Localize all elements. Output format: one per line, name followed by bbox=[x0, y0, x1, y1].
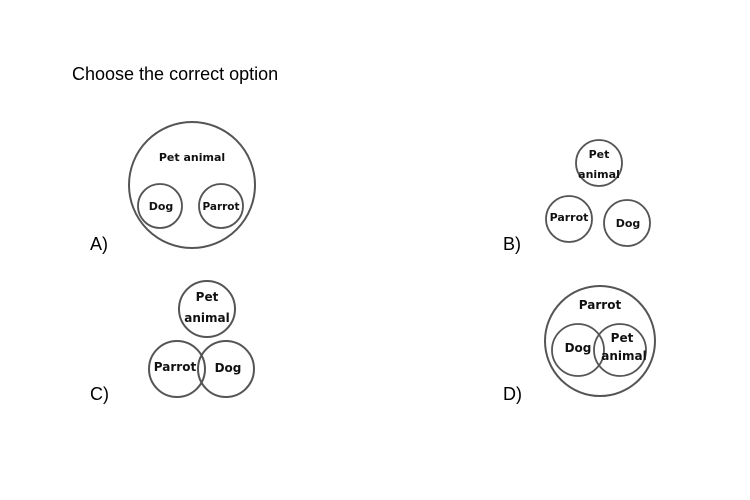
option-a-left-label: Dog bbox=[149, 200, 174, 213]
option-b-top-circle bbox=[575, 139, 623, 187]
option-d-right-label-line2: animal bbox=[601, 349, 646, 363]
option-b-left-label: Parrot bbox=[550, 211, 589, 224]
option-b-left-circle bbox=[545, 195, 593, 243]
option-c-top-circle bbox=[178, 280, 236, 338]
option-d-outer-circle bbox=[544, 285, 656, 397]
option-c-top-label-line1: Pet bbox=[196, 290, 219, 304]
option-c-top-label-line2: animal bbox=[184, 311, 229, 325]
option-a-right-circle bbox=[198, 183, 244, 229]
question-text: Choose the correct option bbox=[72, 64, 279, 84]
option-b-label[interactable]: B) bbox=[503, 234, 521, 254]
option-d-diagram[interactable]: Parrot Dog Pet animal bbox=[544, 285, 656, 397]
option-a-diagram[interactable]: Pet animal Dog Parrot bbox=[128, 121, 256, 249]
option-a-outer-label: Pet animal bbox=[159, 151, 225, 164]
option-c-left-label: Parrot bbox=[154, 360, 197, 374]
option-c-right-circle bbox=[197, 340, 255, 398]
option-b-right-label: Dog bbox=[616, 217, 641, 230]
option-b-diagram[interactable]: Pet animal Parrot Dog bbox=[545, 139, 651, 247]
option-a-left-circle bbox=[137, 183, 183, 229]
option-c-left-circle bbox=[148, 340, 206, 398]
option-b-top-label-line2: animal bbox=[578, 168, 620, 181]
option-d-label[interactable]: D) bbox=[503, 384, 522, 404]
option-c-diagram[interactable]: Pet animal Parrot Dog bbox=[148, 280, 255, 398]
option-a-label[interactable]: A) bbox=[90, 234, 108, 254]
option-d-right-label-line1: Pet bbox=[611, 331, 634, 345]
option-d-left-circle bbox=[551, 323, 605, 377]
option-d-outer-label: Parrot bbox=[579, 298, 622, 312]
option-b-right-circle bbox=[603, 199, 651, 247]
option-c-right-label: Dog bbox=[215, 361, 242, 375]
option-d-left-label: Dog bbox=[565, 341, 592, 355]
option-a-outer-circle bbox=[128, 121, 256, 249]
option-c-label[interactable]: C) bbox=[90, 384, 109, 404]
option-a-right-label: Parrot bbox=[202, 201, 239, 213]
option-d-right-circle bbox=[593, 323, 647, 377]
option-b-top-label-line1: Pet bbox=[589, 148, 610, 161]
